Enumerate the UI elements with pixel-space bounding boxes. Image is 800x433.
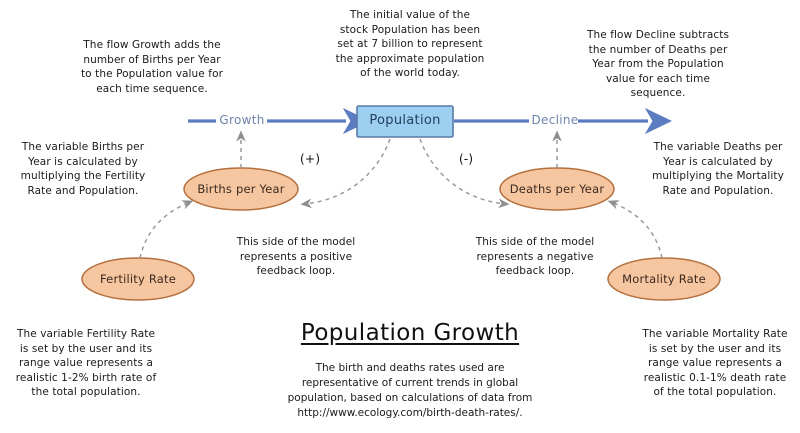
annotation-growth-flow: The flow Growth adds the number of Birth…: [80, 39, 224, 95]
link-fertility-to-births: [139, 200, 194, 259]
annotation-mortality-variable: The variable Mortality Rate is set by th…: [642, 328, 788, 398]
annotation-fertility-variable: The variable Fertility Rate is set by th…: [15, 328, 157, 398]
link-mortality-to-deaths: [607, 200, 663, 259]
link-population-to-deaths: [419, 138, 510, 209]
fertility-rate-ellipse: [81, 257, 195, 301]
annotation-decline-flow: The flow Decline subtracts the number of…: [586, 29, 730, 99]
diagram-title: Population Growth: [300, 320, 520, 346]
annotation-deaths-variable: The variable Deaths per Year is calculat…: [652, 141, 784, 197]
negative-polarity-marker: (-): [458, 151, 474, 166]
deaths-per-year-ellipse: [499, 167, 615, 211]
positive-polarity-marker: (+): [299, 151, 321, 166]
mortality-rate-ellipse: [607, 257, 721, 301]
population-stock-box: [356, 105, 454, 138]
births-per-year-ellipse: [183, 167, 299, 211]
diagram-caption: The birth and deaths rates used are repr…: [287, 362, 533, 419]
growth-flow-label: Growth: [219, 113, 265, 127]
annotation-births-variable: The variable Births per Year is calculat…: [20, 141, 146, 197]
annotation-stock-initial: The initial value of the stock Populatio…: [335, 9, 485, 79]
link-population-to-births: [300, 138, 391, 209]
annotation-positive-loop: This side of the model represents a posi…: [236, 236, 356, 277]
decline-flow-label: Decline: [531, 113, 579, 127]
annotation-negative-loop: This side of the model represents a nega…: [475, 236, 595, 277]
